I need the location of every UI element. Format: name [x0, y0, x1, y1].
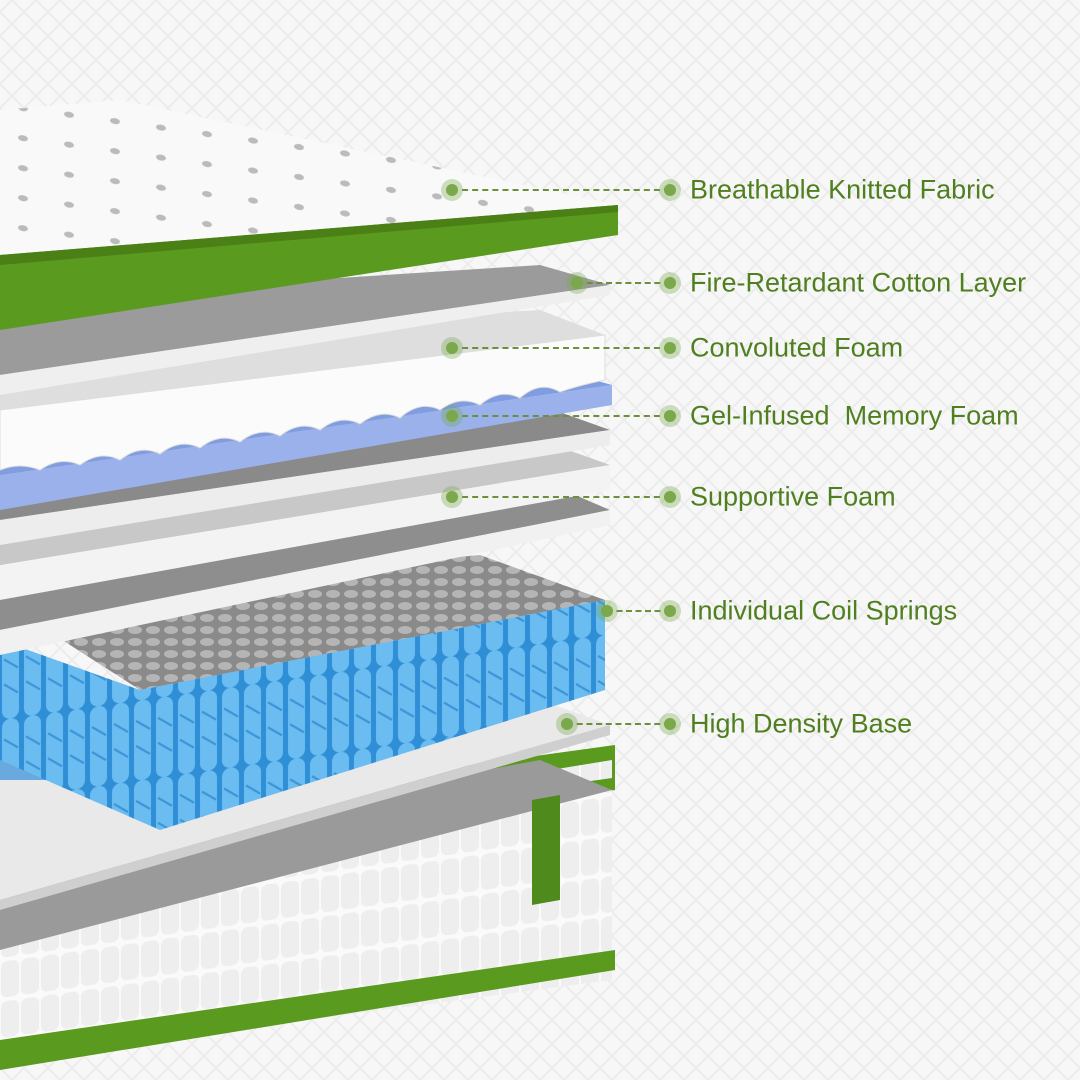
callout-dot: [659, 337, 681, 359]
callout-dot: [659, 405, 681, 427]
callout-dot: [566, 272, 588, 294]
knitted-fabric-layer: [0, 100, 618, 330]
layer-label: Fire-Retardant Cotton Layer: [690, 267, 1027, 298]
layer-label: Individual Coil Springs: [690, 595, 958, 626]
layer-label: High Density Base: [690, 708, 913, 739]
callout-dot: [596, 600, 618, 622]
callout-dot: [659, 713, 681, 735]
callout-dot: [441, 179, 463, 201]
callout-dot: [659, 600, 681, 622]
brand-label: [532, 795, 560, 905]
layer-label: Breathable Knitted Fabric: [690, 174, 995, 205]
callout-dot: [659, 272, 681, 294]
layer-label: Supportive Foam: [690, 481, 896, 512]
layer-label: Convoluted Foam: [690, 332, 904, 363]
callout-dot: [441, 337, 463, 359]
layer-label: Gel-Infused Memory Foam: [690, 400, 1019, 431]
callout-dot: [441, 405, 463, 427]
callout-dot: [659, 486, 681, 508]
callout-dot: [441, 486, 463, 508]
callout-dot: [556, 713, 578, 735]
callout-dot: [659, 179, 681, 201]
